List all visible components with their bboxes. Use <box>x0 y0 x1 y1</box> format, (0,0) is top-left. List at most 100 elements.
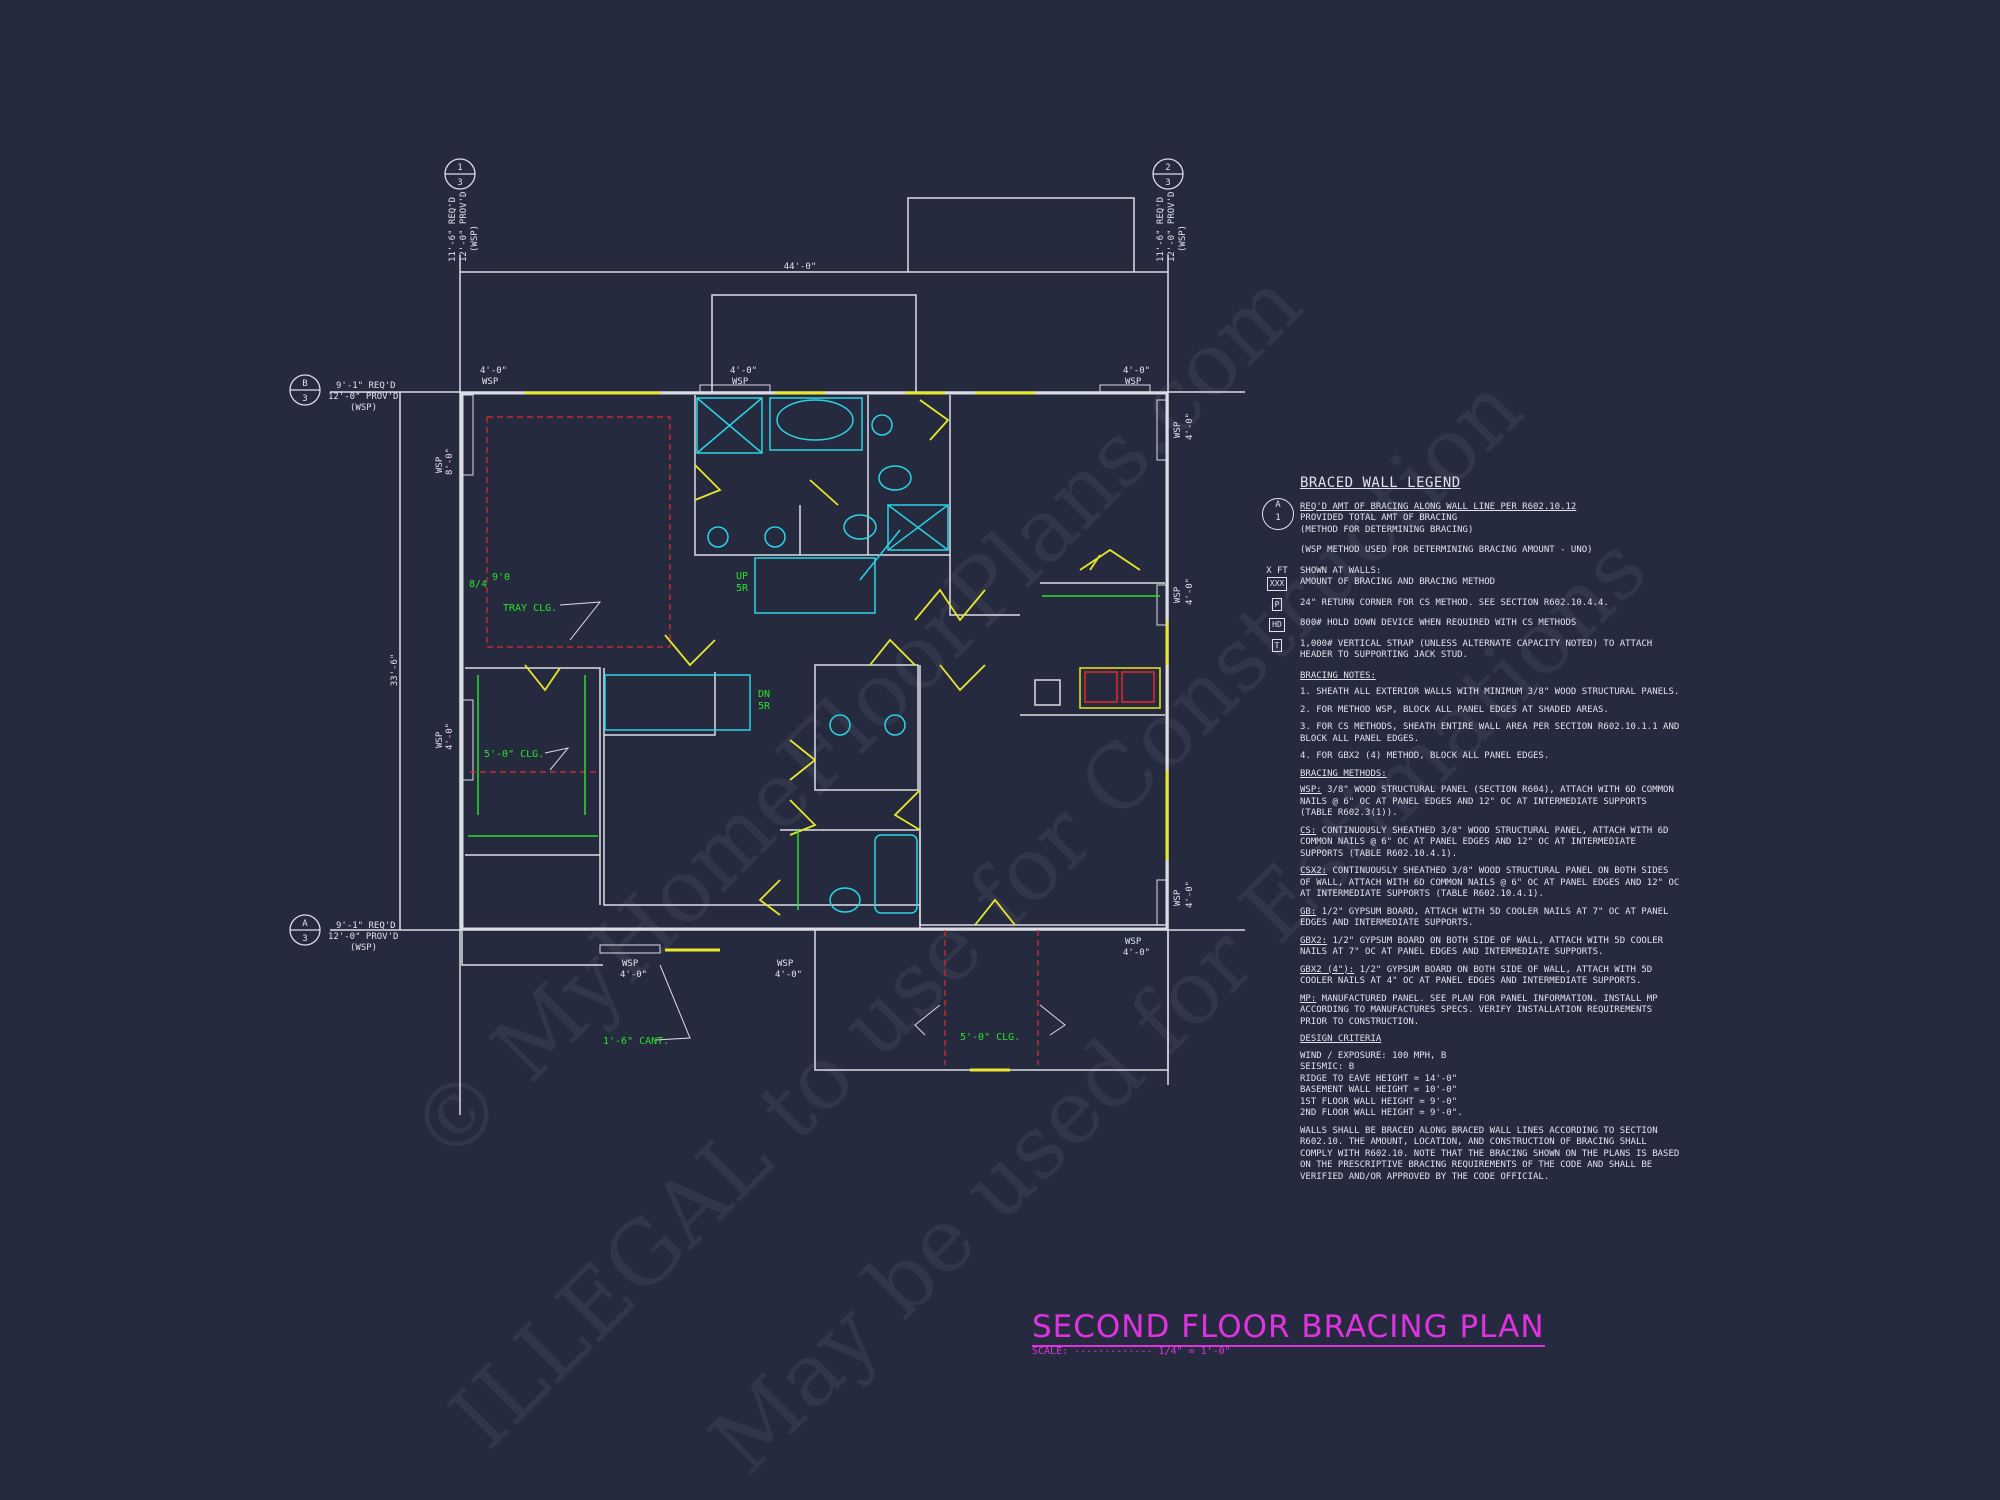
brace-panel-mid-left <box>462 699 474 781</box>
dim-overall-width: 44'-0" <box>784 262 817 272</box>
brace-panel-top-mid <box>699 384 771 394</box>
brace-panel-b-left <box>462 394 474 476</box>
grid-a-method: (WSP) <box>350 943 377 953</box>
design-second-floor: 2ND FLOOR WALL HEIGHT = 9'-0". <box>1300 1108 1463 1118</box>
grid-1-prov: 12'-0" PROV'D <box>459 192 469 262</box>
tag-method-right-2: WSP <box>1173 586 1183 603</box>
method-mp: MP: MANUFACTURED PANEL. SEE PLAN FOR PAN… <box>1300 993 1658 1027</box>
tag-len-bottom-3: 4'-0" <box>1123 948 1150 958</box>
tag-method-top-1: WSP <box>482 377 499 387</box>
legend-item-strap: T 1,000# VERTICAL STRAP (UNLESS ALTERNAT… <box>1271 638 1680 662</box>
shower-bath <box>887 504 949 551</box>
tag-len-top-1: 4'-0" <box>480 366 507 376</box>
label-stair-up: UP <box>736 571 748 582</box>
wall-bath-2 <box>780 829 921 930</box>
label-ceiling-8-4: 8/4 <box>469 579 487 590</box>
legend-item-return-corner: P 24" RETURN CORNER FOR CS METHOD. SEE S… <box>1271 597 1680 611</box>
door-laundry <box>939 664 986 692</box>
floor-plan-drawing: 1 3 2 3 B 3 A 3 11'-6" REQ'D 12'-0" PROV… <box>289 158 1245 1115</box>
bracing-note-2: 2. FOR METHOD WSP, BLOCK ALL PANEL EDGES… <box>1300 704 1609 715</box>
tag-method-right-3: WSP <box>1173 889 1183 906</box>
bathtub-master <box>776 399 854 441</box>
tag-method-bottom-3: WSP <box>1125 937 1142 947</box>
sheet-scale: SCALE: ------------- 1/4" = 1'-0" <box>1032 1346 1231 1357</box>
roof-outline-lower <box>711 294 917 392</box>
legend-item-wall-line: A 1 REQ'D AMT OF BRACING ALONG WALL LINE… <box>1262 497 1680 537</box>
method-gbx2-4: GBx2 (4"): 1/2" GYPSUM BOARD ON BOTH SID… <box>1300 964 1653 987</box>
tag-method-left-1: WSP <box>435 456 445 473</box>
sink-master-2 <box>764 526 786 548</box>
sink-master-1 <box>707 526 729 548</box>
sink-hall-2 <box>884 714 906 736</box>
brace-panel-top-right <box>1156 399 1168 461</box>
door-wc <box>809 479 839 506</box>
tag-method-right-1: WSP <box>1173 421 1183 438</box>
door-master-closet <box>524 664 561 692</box>
lower-wing-wall <box>814 930 1169 1071</box>
grid-2-prov: 12'-0" PROV'D <box>1167 192 1177 262</box>
tag-len-left-2: 4'-0" <box>445 723 455 750</box>
grid-1-req: 11'-6" REQ'D <box>448 197 458 262</box>
grid-b-method: (WSP) <box>350 403 377 413</box>
stair-lower <box>604 674 751 731</box>
design-basement: BASEMENT WALL HEIGHT = 10'-0" <box>1300 1085 1458 1095</box>
bracing-methods-heading: BRACING METHODS: <box>1300 768 1387 779</box>
grid-1-method: (WSP) <box>470 225 480 252</box>
legend-p-symbol: P <box>1271 597 1283 611</box>
door-bedroom-4 <box>974 898 1016 926</box>
door-master <box>664 634 716 667</box>
bracing-note-3: 3. FOR CS METHODS, SHEATH ENTIRE WALL AR… <box>1300 722 1680 744</box>
design-first-floor: 1ST FLOOR WALL HEIGHT = 9'-0" <box>1300 1096 1458 1107</box>
toilet-master <box>843 514 877 540</box>
grid-2-den: 3 <box>1165 178 1170 188</box>
door-bath-2-top <box>869 638 916 666</box>
wall-closet <box>949 395 1020 616</box>
legend-item-shown-at-walls: X FT XXX SHOWN AT WALLS: AMOUNT OF BRACI… <box>1266 566 1680 591</box>
legend-xft-symbol: X FT <box>1266 565 1288 576</box>
sink-hall-1 <box>829 714 851 736</box>
wall-vanity-2 <box>814 664 919 791</box>
tag-method-top-3: WSP <box>1125 377 1142 387</box>
legend-item-hold-down: HD 800# HOLD DOWN DEVICE WHEN REQUIRED W… <box>1269 618 1680 632</box>
sheet-title: SECOND FLOOR BRACING PLAN <box>1032 1309 1545 1347</box>
method-cs: CS: CONTINUOUSLY SHEATHED 3/8" WOOD STRU… <box>1300 825 1669 859</box>
tag-len-left-1: 8'-0" <box>445 448 455 475</box>
cantilever-outline <box>461 930 603 966</box>
tag-len-right-3: 4'-0" <box>1185 881 1195 908</box>
method-csx2: CSx2: CONTINUOUSLY SHEATHED 3/8" WOOD ST… <box>1300 866 1680 899</box>
tag-method-top-2: WSP <box>732 377 749 387</box>
door-master-bath <box>694 464 722 501</box>
legend-xxx-symbol: XXX <box>1266 577 1288 591</box>
method-gb: GB: 1/2" GYPSUM BOARD, ATTACH WITH 5d CO… <box>1300 906 1669 929</box>
brace-panel-bottom-right <box>1156 879 1168 926</box>
toilet-bath <box>878 465 912 491</box>
design-seismic: SEISMIC: B <box>1300 1062 1355 1072</box>
label-stair-down-risers: 5R <box>758 701 771 712</box>
grid-1-num: 1 <box>457 163 462 173</box>
label-ceiling-5-0: 5'-0" CLG. <box>484 749 544 760</box>
grid-b-prov: 12'-0" PROV'D <box>328 392 398 402</box>
design-wind: WIND / EXPOSURE: 100 MPH, B <box>1300 1050 1447 1061</box>
tag-len-top-2: 4'-0" <box>730 366 757 376</box>
exterior-wall <box>460 391 1169 931</box>
wall-stair-lower <box>604 672 716 736</box>
bracing-note-1: 1. SHEATH ALL EXTERIOR WALLS WITH MINIMU… <box>1300 687 1680 697</box>
tray-ceiling-outline <box>486 416 671 648</box>
stair-arrow-up <box>859 529 901 581</box>
tag-method-bottom-2: WSP <box>777 959 794 969</box>
door-closet-2 <box>758 879 781 916</box>
sink-bath <box>871 414 893 436</box>
grid-a-prov: 12'-0" PROV'D <box>328 932 398 942</box>
grid-a-den: 3 <box>302 934 307 944</box>
tag-method-bottom-1: WSP <box>622 959 639 969</box>
label-cantilever: 1'-6" CANT. <box>603 1036 669 1047</box>
tag-method-left-2: WSP <box>435 731 445 748</box>
dim-overall-depth: 33'-6" <box>390 654 400 687</box>
method-gbx2: GBx2: 1/2" GYPSUM BOARD ON BOTH SIDE OF … <box>1300 935 1664 958</box>
tag-len-right-2: 4'-0" <box>1185 578 1195 605</box>
wall-bedroom-3 <box>919 665 1165 926</box>
roof-outline-upper <box>907 197 1135 272</box>
bracing-notes-heading: BRACING NOTES: <box>1300 670 1376 681</box>
wall-center <box>603 668 920 906</box>
